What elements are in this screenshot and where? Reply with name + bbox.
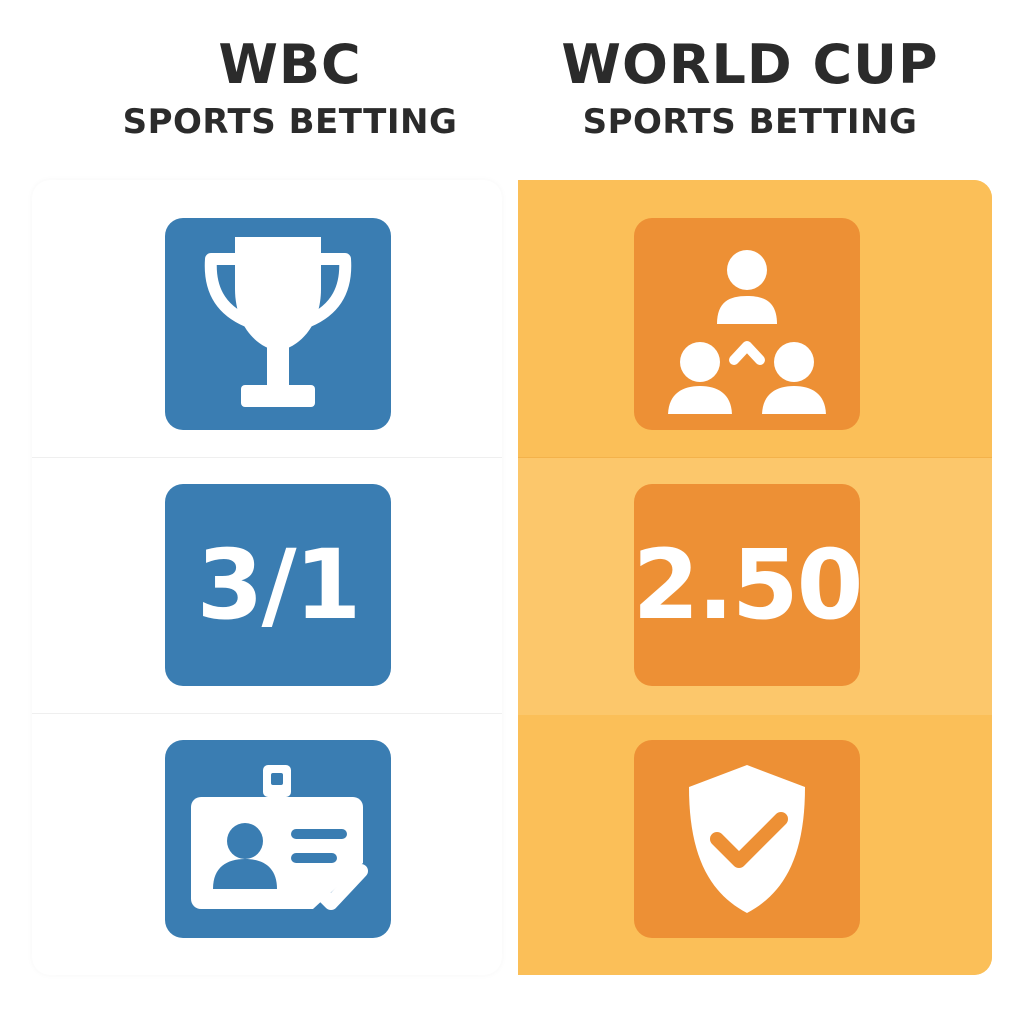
wbc-subtitle: SPORTS BETTING <box>122 102 458 142</box>
world-cup-title: WORLD CUP <box>561 33 939 96</box>
wbc-odds-tile: 3/1 <box>165 484 391 686</box>
trophy-icon <box>204 237 352 407</box>
world-cup-heading: WORLD CUP SPORTS BETTING <box>520 30 980 144</box>
world-cup-network-tile <box>634 218 860 430</box>
wbc-row-divider <box>32 713 502 714</box>
world-cup-odds-tile: 2.50 <box>632 484 864 686</box>
world-cup-subtitle: SPORTS BETTING <box>582 102 918 142</box>
wbc-title: WBC <box>218 33 362 96</box>
wbc-trophy-tile <box>165 218 391 430</box>
id-card-verified-icon <box>191 765 368 910</box>
wbc-verification-tile <box>165 740 391 938</box>
wbc-row-divider <box>32 457 502 458</box>
world-cup-security-tile <box>634 740 860 938</box>
decimal-odds: 2.50 <box>632 529 864 641</box>
fractional-odds: 3/1 <box>196 529 362 641</box>
users-network-icon <box>668 250 826 414</box>
wbc-heading: WBC SPORTS BETTING <box>110 30 470 144</box>
shield-check-icon <box>689 765 805 913</box>
